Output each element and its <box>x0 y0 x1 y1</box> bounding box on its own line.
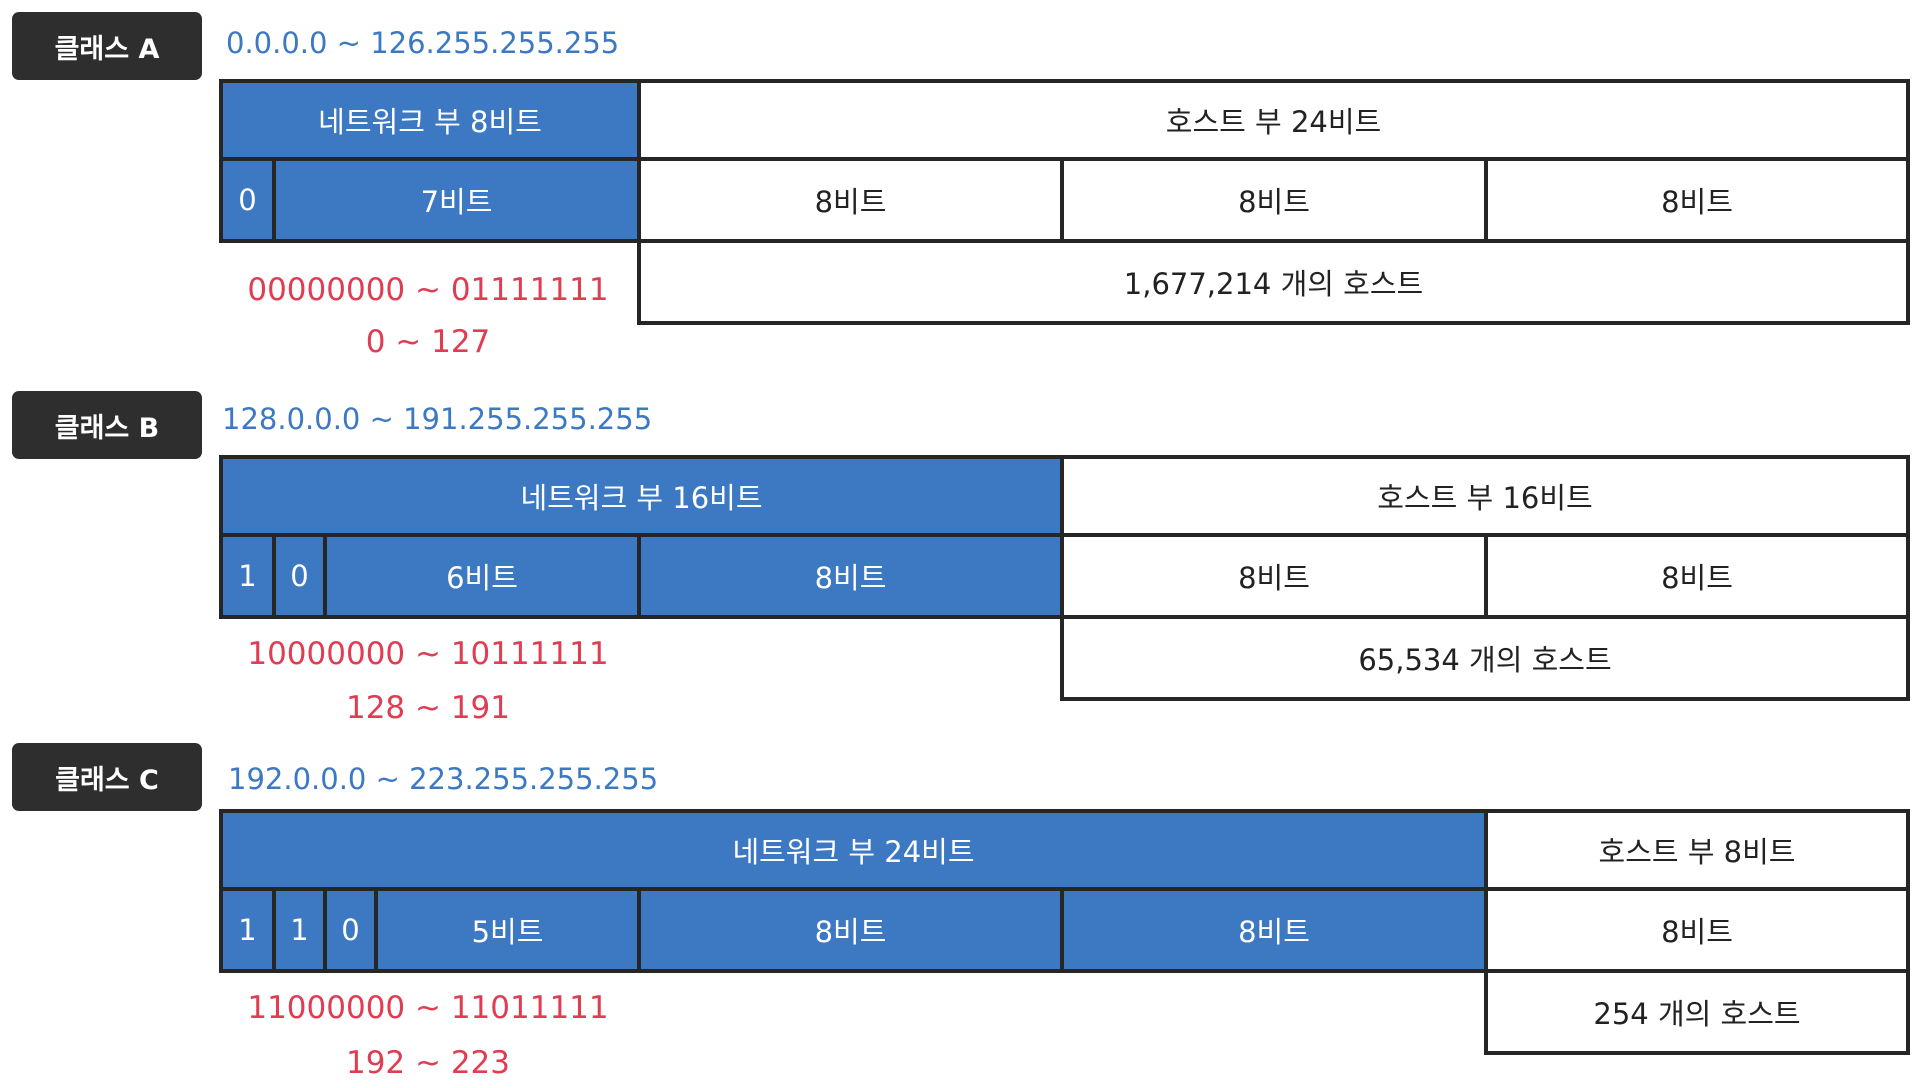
class-b-network-header: 네트워크 부 16비트 <box>219 455 1064 537</box>
class-c-host-header: 호스트 부 8비트 <box>1484 809 1910 891</box>
class-a-host-header: 호스트 부 24비트 <box>637 79 1910 161</box>
class-c-network-segment-2: 8비트 <box>637 887 1064 973</box>
class-b-host-header: 호스트 부 16비트 <box>1060 455 1910 537</box>
class-a-binary-range: 00000000 ~ 01111111 <box>247 272 609 308</box>
class-a-host-segment-1: 8비트 <box>637 157 1064 243</box>
class-b-ip-range: 128.0.0.0 ~ 191.255.255.255 <box>222 402 653 436</box>
class-b-decimal-range: 128 ~ 191 <box>345 690 511 726</box>
class-c-network-segment-3: 8비트 <box>1060 887 1488 973</box>
class-c-prefix-bit-3: 0 <box>323 887 378 973</box>
class-a-prefix-bit-0: 0 <box>219 157 276 243</box>
class-a-host-segment-2: 8비트 <box>1060 157 1488 243</box>
class-a-host-segment-3: 8비트 <box>1484 157 1910 243</box>
class-c-prefix-bit-2: 1 <box>272 887 327 973</box>
class-c-host-count: 254 개의 호스트 <box>1484 969 1910 1055</box>
class-b-host-segment-1: 8비트 <box>1060 533 1488 619</box>
class-b-binary-range: 10000000 ~ 10111111 <box>247 636 609 672</box>
class-a-ip-range: 0.0.0.0 ~ 126.255.255.255 <box>226 26 620 60</box>
class-c-badge: 클래스 C <box>12 743 202 811</box>
class-c-prefix-bit-1: 1 <box>219 887 276 973</box>
class-a-network-header: 네트워크 부 8비트 <box>219 79 641 161</box>
class-c-decimal-range: 192 ~ 223 <box>345 1045 511 1081</box>
class-b-badge: 클래스 B <box>12 391 202 459</box>
class-b-host-segment-2: 8비트 <box>1484 533 1910 619</box>
class-c-network-segment-1: 5비트 <box>374 887 641 973</box>
class-c-host-segment-1: 8비트 <box>1484 887 1910 973</box>
class-a-decimal-range: 0 ~ 127 <box>365 324 491 360</box>
class-b-network-segment-2: 8비트 <box>637 533 1064 619</box>
class-b-network-segment-1: 6비트 <box>323 533 641 619</box>
class-a-badge: 클래스 A <box>12 12 202 80</box>
class-c-network-header: 네트워크 부 24비트 <box>219 809 1488 891</box>
class-b-prefix-bit-2: 0 <box>272 533 327 619</box>
class-a-host-count: 1,677,214 개의 호스트 <box>637 239 1910 325</box>
class-b-prefix-bit-1: 1 <box>219 533 276 619</box>
class-c-binary-range: 11000000 ~ 11011111 <box>247 990 609 1026</box>
class-c-ip-range: 192.0.0.0 ~ 223.255.255.255 <box>228 762 659 796</box>
class-b-host-count: 65,534 개의 호스트 <box>1060 615 1910 701</box>
class-a-network-segment-1: 7비트 <box>272 157 641 243</box>
